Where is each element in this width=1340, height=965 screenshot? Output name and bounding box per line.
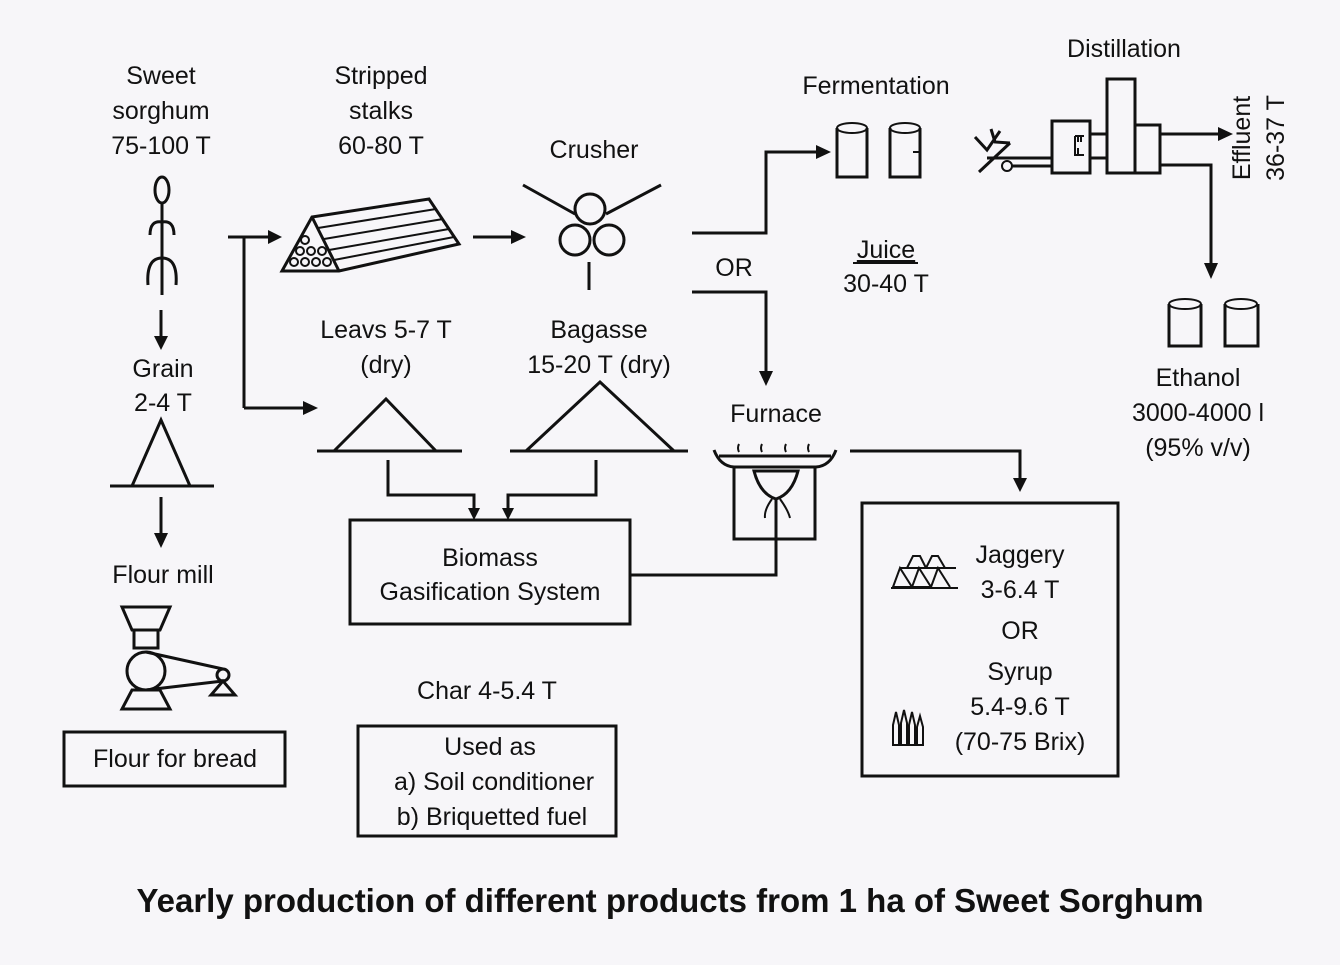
node-grain: Grain 2-4 T [110, 355, 214, 488]
node-fermentation: Fermentation [802, 72, 950, 179]
diagram-title: Yearly production of different products … [136, 882, 1203, 919]
crusher-label: Crusher [550, 136, 639, 164]
syrup-qty: 5.4-9.6 T [970, 693, 1070, 721]
crusher-rollers-icon [522, 183, 662, 290]
node-flour-for-bread: Flour for bread [62, 730, 287, 788]
node-sweet-sorghum: Sweet sorghum 75-100 T [111, 62, 211, 295]
stripped-stalks-label-1: Stripped [334, 62, 427, 90]
syrup-brix: (70-75 Brix) [955, 728, 1086, 756]
biomass-label-1: Biomass [442, 544, 538, 572]
arrow-head [511, 230, 526, 244]
bagasse-pile-icon [510, 379, 688, 453]
char-use-heading: Used as [444, 733, 536, 761]
node-leaves: Leavs 5-7 T (dry) [317, 316, 462, 453]
flour-for-bread-label: Flour for bread [93, 745, 257, 773]
node-furnace: Furnace [712, 400, 838, 541]
fermentation-tanks-icon [835, 122, 922, 179]
char-use-b: b) Briquetted fuel [397, 803, 587, 831]
node-bagasse: Bagasse 15-20 T (dry) [510, 316, 688, 453]
grain-pile-icon [110, 416, 214, 488]
jaggery-blocks-icon [891, 555, 958, 589]
sorghum-plant-icon [146, 175, 178, 295]
ethanol-label: Ethanol [1156, 364, 1241, 392]
biomass-label-2: Gasification System [380, 578, 601, 606]
effluent-label: Effluent [1228, 96, 1256, 180]
ethanol-purity: (95% v/v) [1145, 434, 1251, 462]
jaggery-label: Jaggery [976, 541, 1065, 569]
grain-label: Grain [132, 355, 193, 383]
furnace-icon [712, 443, 838, 541]
connector-or-route [692, 290, 773, 386]
grain-qty: 2-4 T [134, 389, 192, 417]
or-label: OR [715, 254, 753, 282]
node-crusher: Crusher [522, 136, 662, 290]
fermentation-label: Fermentation [802, 72, 949, 100]
node-biomass-gasification: Biomass Gasification System [348, 518, 632, 626]
leaves-qty: (dry) [360, 351, 411, 379]
node-distillation: Distillation [973, 35, 1233, 279]
bagasse-qty: 15-20 T (dry) [527, 351, 671, 379]
node-products: Jaggery 3-6.4 T OR Syrup 5.4-9.6 T (70-7… [860, 501, 1120, 778]
node-flour-mill: Flour mill [112, 561, 239, 711]
syrup-label: Syrup [987, 658, 1052, 686]
node-stripped-stalks: Stripped stalks 60-80 T [279, 62, 462, 273]
jaggery-qty: 3-6.4 T [981, 576, 1060, 604]
products-or-label: OR [1001, 617, 1039, 645]
connector-furnace-to-products [850, 449, 1027, 492]
arrow-head [154, 336, 168, 350]
arrow-to-effluent [1160, 127, 1233, 141]
connector-juice-route [692, 145, 831, 235]
bagasse-label: Bagasse [550, 316, 647, 344]
stripped-stalks-qty: 60-80 T [338, 132, 424, 160]
connector-biomass-to-furnace [630, 500, 778, 577]
node-char: Char 4-5.4 T Used as a) Soil conditioner… [356, 677, 618, 838]
furnace-label: Furnace [730, 400, 822, 428]
syrup-bottles-icon [892, 709, 924, 746]
connector-plant-branch [228, 230, 318, 415]
flour-mill-icon [119, 605, 239, 711]
sweet-sorghum-label-1: Sweet [126, 62, 196, 90]
ethanol-tanks-icon [1167, 298, 1260, 348]
char-label: Char 4-5.4 T [417, 677, 557, 705]
char-use-a: a) Soil conditioner [394, 768, 594, 796]
flour-mill-label: Flour mill [112, 561, 213, 589]
distillation-label: Distillation [1067, 35, 1181, 63]
arrow-head [154, 533, 168, 548]
node-effluent: Effluent 36-37 T [1228, 95, 1290, 181]
effluent-qty: 36-37 T [1262, 95, 1290, 181]
sweet-sorghum-qty: 75-100 T [111, 132, 211, 160]
leaves-label: Leavs 5-7 T [320, 316, 452, 344]
distillation-column-icon [973, 77, 1162, 175]
ethanol-qty: 3000-4000 l [1132, 399, 1264, 427]
connector-to-biomass [386, 460, 598, 520]
stripped-stalks-label-2: stalks [349, 97, 413, 125]
sweet-sorghum-label-2: sorghum [112, 97, 209, 125]
arrow-to-ethanol [1160, 163, 1218, 279]
stalks-bundle-icon [279, 197, 462, 273]
juice-label: Juice [857, 236, 915, 264]
node-ethanol: Ethanol 3000-4000 l (95% v/v) [1132, 298, 1264, 462]
leaves-pile-icon [317, 396, 462, 453]
juice-qty: 30-40 T [843, 270, 929, 298]
